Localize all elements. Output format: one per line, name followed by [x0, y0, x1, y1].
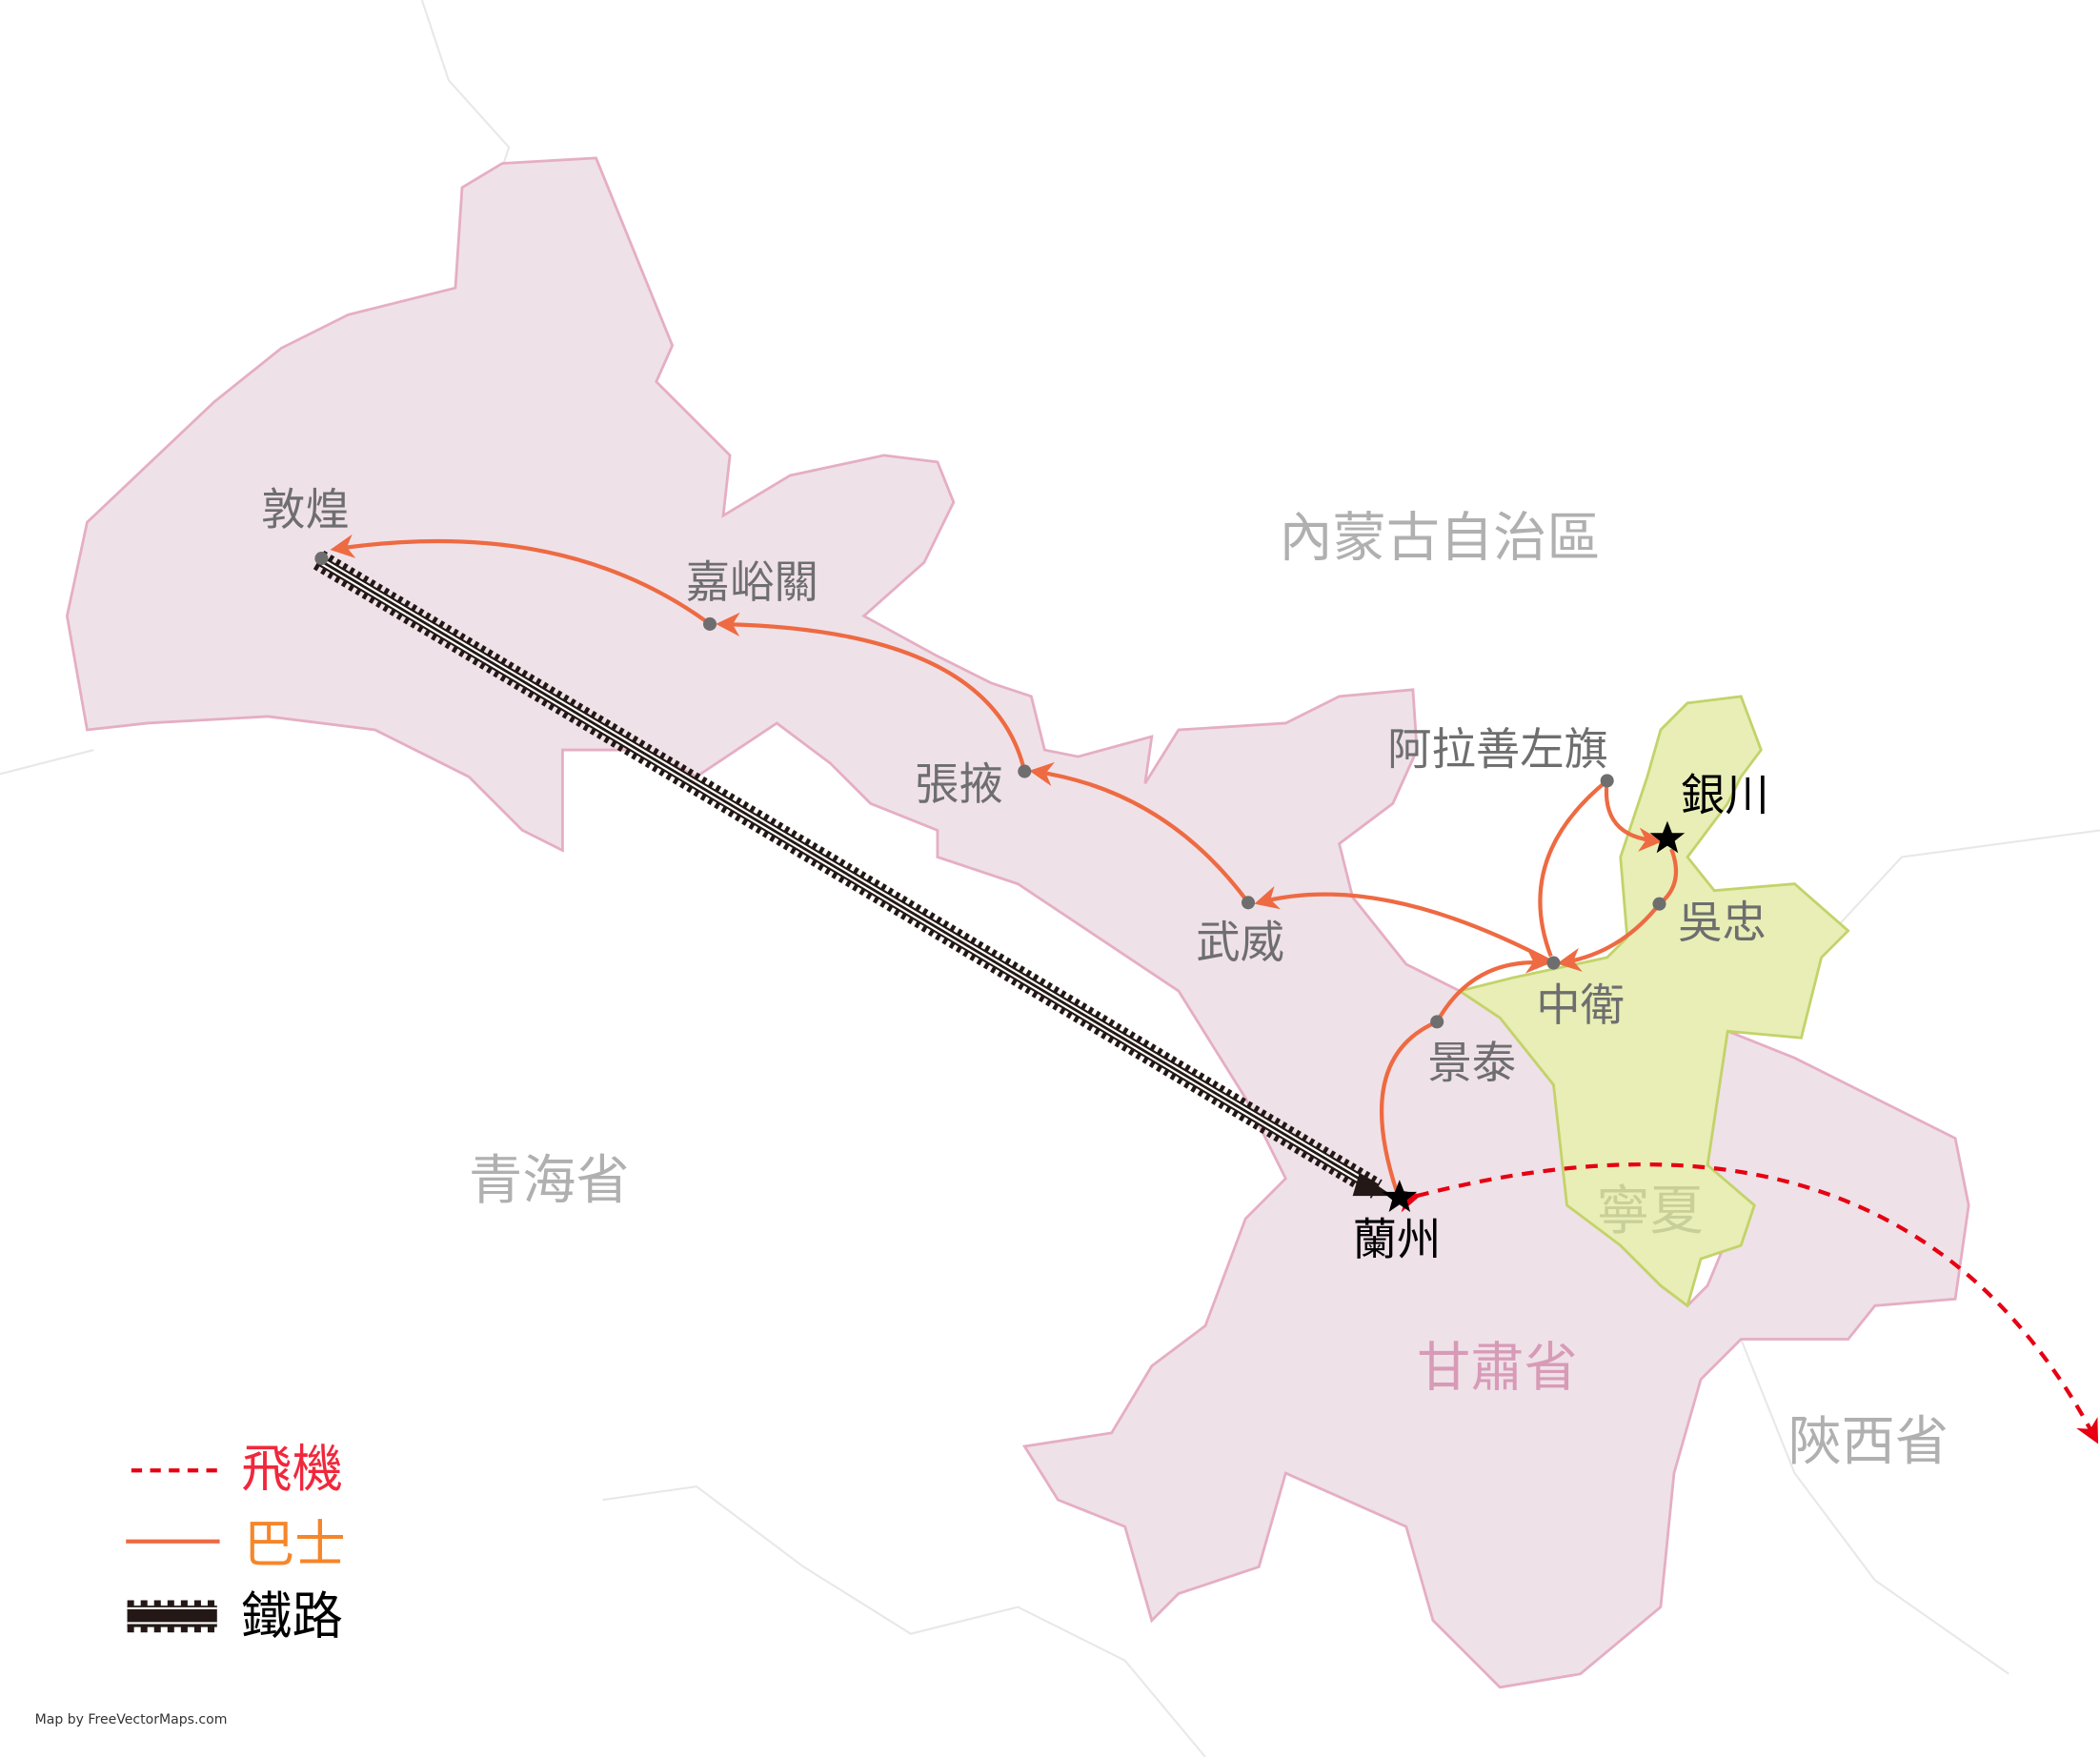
bus-alxa-yinchuan [1604, 780, 1664, 852]
city-label-jingtai: 景泰 [1427, 1037, 1516, 1088]
dot-wuwei [1241, 896, 1256, 910]
bus-jingtai-zhongwei [1435, 949, 1551, 1023]
star-icon-lanzhou [1382, 1180, 1418, 1212]
city-label-wuwei: 武威 [1196, 917, 1284, 968]
bus-zhangye-jiayuguan [716, 612, 1027, 773]
region-label-inner-mongolia: 內蒙古自治區 [1279, 507, 1600, 569]
region-label-ningxia: 寧夏 [1596, 1181, 1703, 1242]
legend-railway-symbol [127, 1600, 217, 1633]
star-icon-yinchuan [1649, 820, 1686, 854]
bus-jiayuguan-dunhuang [330, 534, 712, 626]
dot-dunhuang [314, 552, 329, 566]
city-label-alxa: 阿拉善左旗 [1387, 724, 1608, 776]
map-credit: Map by FreeVectorMaps.com [35, 1712, 228, 1727]
bus-lanzhou-jingtai [1379, 1020, 1439, 1193]
city-label-jiayuguan: 嘉峪關 [686, 556, 818, 608]
legend: 飛機 巴士 鐵路 [126, 1439, 346, 1646]
legend-railway-label: 鐵路 [241, 1586, 343, 1646]
plane-route [1395, 1162, 2099, 1444]
region-label-qinghai: 青海省 [469, 1150, 630, 1212]
dot-alxa [1600, 774, 1614, 788]
legend-plane-label: 飛機 [241, 1439, 343, 1499]
city-label-wuzhong: 吳忠 [1678, 897, 1767, 948]
railway-route [313, 550, 1393, 1199]
bus-alxa-zhongwei [1538, 778, 1609, 958]
city-label-zhongwei: 中衛 [1536, 979, 1625, 1031]
bus-zhongwei-wuwei [1254, 885, 1555, 965]
dot-zhongwei [1546, 956, 1561, 970]
dot-zhangye [1018, 764, 1032, 778]
city-label-yinchuan: 銀川 [1681, 769, 1769, 820]
bus-routes [330, 534, 1679, 1193]
dot-wuzhong [1652, 897, 1666, 911]
city-label-lanzhou: 蘭州 [1353, 1214, 1442, 1265]
region-label-gansu: 甘肅省 [1417, 1338, 1578, 1400]
city-label-zhangye: 張掖 [915, 758, 1003, 810]
city-dots [314, 552, 1666, 1029]
city-label-dunhuang: 敦煌 [261, 484, 350, 535]
region-label-shaanxi: 陝西省 [1787, 1411, 1949, 1473]
bus-wuzhong-zhongwei [1556, 902, 1662, 972]
dot-jiayuguan [702, 616, 717, 631]
legend-bus-label: 巴士 [244, 1514, 346, 1574]
bus-wuwei-zhangye [1029, 761, 1250, 904]
dot-jingtai [1430, 1015, 1444, 1029]
